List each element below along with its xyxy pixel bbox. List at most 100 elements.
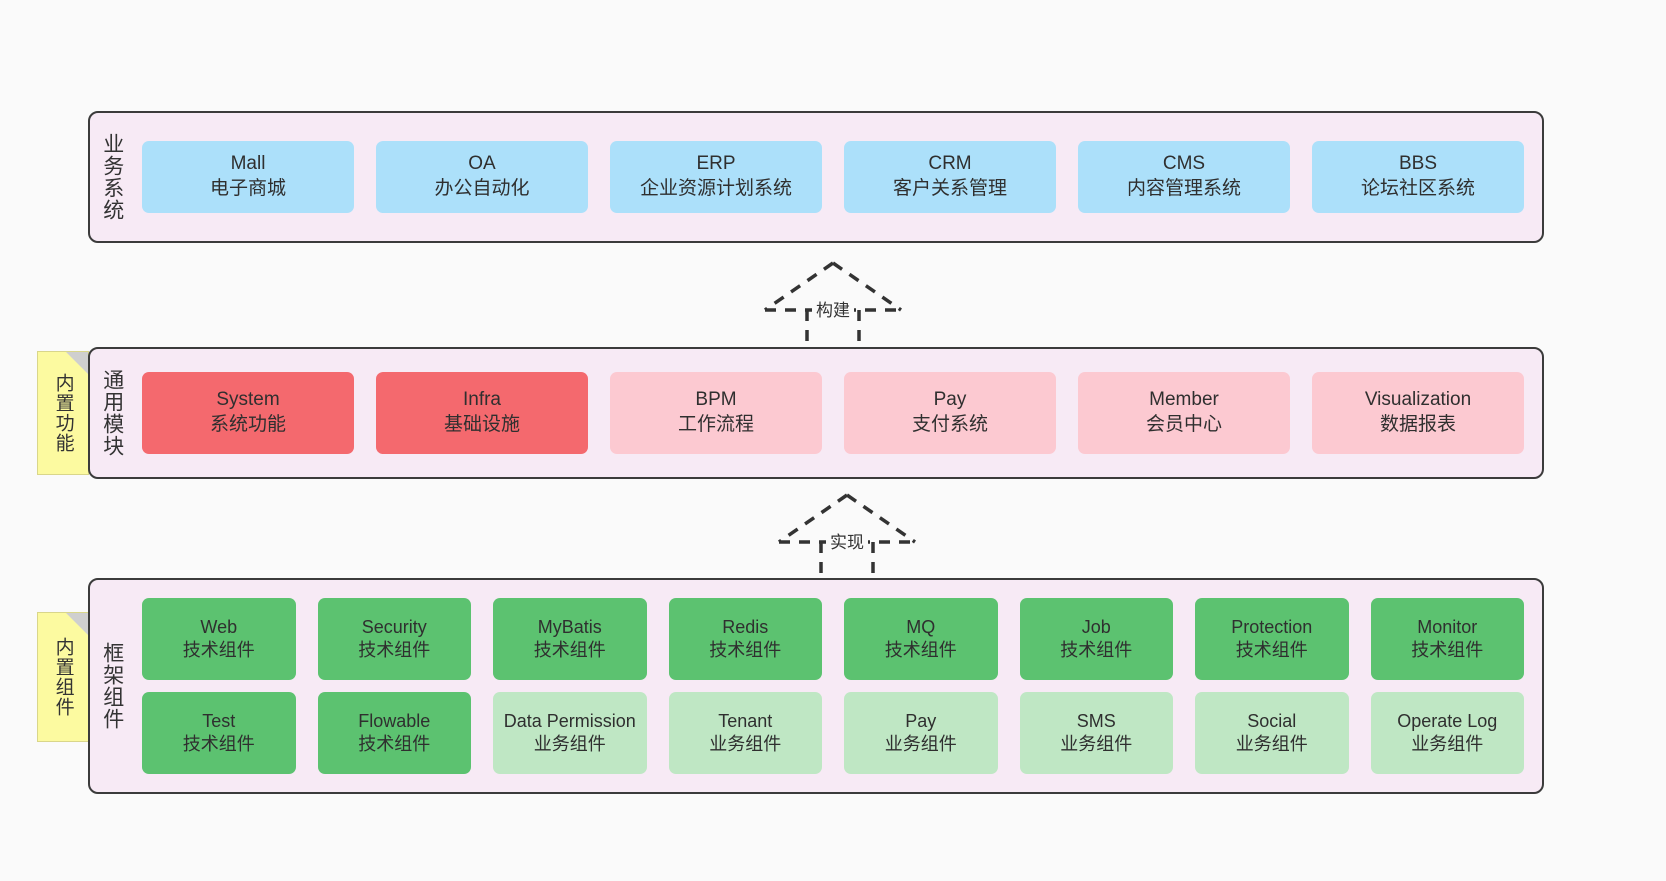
card-subtitle: 系统功能 <box>209 414 286 435</box>
card-pay-module[interactable]: Pay 支付系统 <box>844 372 1056 454</box>
card-tenant[interactable]: Tenant 业务组件 <box>668 692 822 774</box>
arrowhead-left-edge <box>778 493 848 544</box>
connector-label-build: 构建 <box>812 296 854 321</box>
card-protection[interactable]: Protection 技术组件 <box>1195 598 1349 680</box>
card-subtitle: 支付系统 <box>911 414 988 435</box>
card-subtitle: 企业资源计划系统 <box>639 178 792 199</box>
card-social[interactable]: Social 业务组件 <box>1195 692 1349 774</box>
card-subtitle: 业务组件 <box>709 734 782 754</box>
card-title: SMS <box>1076 710 1116 731</box>
card-redis[interactable]: Redis 技术组件 <box>668 598 822 680</box>
card-flowable[interactable]: Flowable 技术组件 <box>317 692 471 774</box>
card-subtitle: 技术组件 <box>182 734 255 754</box>
note-label: 内置功能 <box>52 373 74 453</box>
card-subtitle: 技术组件 <box>182 640 255 660</box>
card-oa[interactable]: OA 办公自动化 <box>376 141 588 213</box>
card-title: System <box>216 389 280 411</box>
card-title: OA <box>468 153 496 175</box>
card-title: Security <box>361 616 427 637</box>
framework-tech-row: Web 技术组件 Security 技术组件 MyBatis 技术组件 Redi… <box>142 598 1524 680</box>
card-title: Pay <box>933 389 967 411</box>
card-test[interactable]: Test 技术组件 <box>142 692 296 774</box>
card-title: Tenant <box>718 710 773 731</box>
card-title: Web <box>200 616 238 637</box>
card-bpm[interactable]: BPM 工作流程 <box>610 372 822 454</box>
card-title: Visualization <box>1364 389 1472 411</box>
arrowhead-left-edge <box>764 261 834 312</box>
card-mybatis[interactable]: MyBatis 技术组件 <box>493 598 647 680</box>
card-subtitle: 办公自动化 <box>434 178 530 199</box>
card-subtitle: 会员中心 <box>1145 414 1222 435</box>
card-subtitle: 电子商城 <box>209 178 286 199</box>
card-subtitle: 技术组件 <box>1411 640 1484 660</box>
layer-body-business: Mall 电子商城 OA 办公自动化 ERP 企业资源计划系统 CRM 客户关系… <box>134 113 1542 241</box>
card-cms[interactable]: CMS 内容管理系统 <box>1078 141 1290 213</box>
card-sms[interactable]: SMS 业务组件 <box>1019 692 1173 774</box>
framework-business-row: Test 技术组件 Flowable 技术组件 Data Permission … <box>142 692 1524 774</box>
card-job[interactable]: Job 技术组件 <box>1019 598 1173 680</box>
card-title: Operate Log <box>1397 710 1498 731</box>
layer-framework-components: 框架组件 Web 技术组件 Security 技术组件 MyBatis 技术组件… <box>88 578 1544 794</box>
note-label: 内置组件 <box>52 637 74 717</box>
card-infra[interactable]: Infra 基础设施 <box>376 372 588 454</box>
arrowhead-right-edge <box>846 493 916 544</box>
card-bbs[interactable]: BBS 论坛社区系统 <box>1312 141 1524 213</box>
card-web[interactable]: Web 技术组件 <box>142 598 296 680</box>
card-subtitle: 客户关系管理 <box>892 178 1007 199</box>
card-subtitle: 业务组件 <box>884 734 957 754</box>
card-subtitle: 基础设施 <box>443 414 520 435</box>
card-title: MyBatis <box>537 616 602 637</box>
card-pay-component[interactable]: Pay 业务组件 <box>844 692 998 774</box>
card-security[interactable]: Security 技术组件 <box>317 598 471 680</box>
card-subtitle: 工作流程 <box>677 414 754 435</box>
card-subtitle: 论坛社区系统 <box>1360 178 1475 199</box>
card-subtitle: 技术组件 <box>358 734 431 754</box>
connector-build: 构建 <box>758 258 908 350</box>
card-subtitle: 内容管理系统 <box>1126 178 1241 199</box>
note-builtin-features: 内置功能 <box>37 351 89 475</box>
card-title: CMS <box>1162 153 1206 175</box>
business-card-row: Mall 电子商城 OA 办公自动化 ERP 企业资源计划系统 CRM 客户关系… <box>142 141 1524 213</box>
card-title: ERP <box>696 153 736 175</box>
card-title: MQ <box>906 616 936 637</box>
card-member[interactable]: Member 会员中心 <box>1078 372 1290 454</box>
card-title: Mall <box>230 153 266 175</box>
card-title: Data Permission <box>503 710 636 731</box>
card-title: Protection <box>1231 616 1313 637</box>
card-title: CRM <box>928 153 972 175</box>
card-title: BPM <box>695 389 737 411</box>
layer-title-common: 通用模块 <box>100 369 124 457</box>
card-system[interactable]: System 系统功能 <box>142 372 354 454</box>
card-subtitle: 技术组件 <box>1235 640 1308 660</box>
card-subtitle: 技术组件 <box>533 640 606 660</box>
card-title: Redis <box>722 616 769 637</box>
card-title: Social <box>1247 710 1297 731</box>
layer-common-modules: 通用模块 System 系统功能 Infra 基础设施 BPM 工作流程 Pay… <box>88 347 1544 479</box>
card-operate-log[interactable]: Operate Log 业务组件 <box>1370 692 1524 774</box>
card-mq[interactable]: MQ 技术组件 <box>844 598 998 680</box>
card-erp[interactable]: ERP 企业资源计划系统 <box>610 141 822 213</box>
layer-title-framework: 框架组件 <box>100 642 124 730</box>
card-data-permission[interactable]: Data Permission 业务组件 <box>493 692 647 774</box>
card-mall[interactable]: Mall 电子商城 <box>142 141 354 213</box>
layer-title-business: 业务系统 <box>100 133 124 221</box>
layer-body-common: System 系统功能 Infra 基础设施 BPM 工作流程 Pay 支付系统… <box>134 349 1542 477</box>
card-title: Infra <box>462 389 502 411</box>
card-subtitle: 数据报表 <box>1379 414 1456 435</box>
card-title: Member <box>1149 389 1219 411</box>
card-monitor[interactable]: Monitor 技术组件 <box>1370 598 1524 680</box>
common-card-row: System 系统功能 Infra 基础设施 BPM 工作流程 Pay 支付系统… <box>142 372 1524 454</box>
card-title: Pay <box>905 710 937 731</box>
card-title: Test <box>202 710 236 731</box>
card-subtitle: 技术组件 <box>358 640 431 660</box>
connector-implement: 实现 <box>772 490 922 582</box>
card-subtitle: 技术组件 <box>884 640 957 660</box>
card-visualization[interactable]: Visualization 数据报表 <box>1312 372 1524 454</box>
card-title: BBS <box>1398 153 1438 175</box>
card-subtitle: 业务组件 <box>533 734 606 754</box>
card-subtitle: 业务组件 <box>1060 734 1133 754</box>
layer-body-framework: Web 技术组件 Security 技术组件 MyBatis 技术组件 Redi… <box>134 580 1542 792</box>
card-subtitle: 技术组件 <box>709 640 782 660</box>
card-crm[interactable]: CRM 客户关系管理 <box>844 141 1056 213</box>
